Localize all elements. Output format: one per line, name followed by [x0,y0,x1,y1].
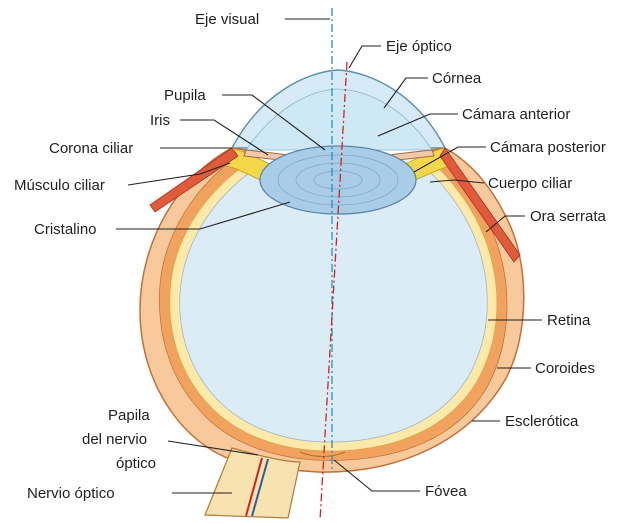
leader-eje-optico [349,46,381,68]
label-camara-posterior: Cámara posterior [490,139,606,156]
label-iris: Iris [150,112,170,129]
label-camara-anterior: Cámara anterior [462,106,570,123]
label-fovea: Fóvea [425,483,467,500]
label-cornea: Córnea [432,70,482,87]
label-nervio-optico: Nervio óptico [27,485,115,502]
label-papila-2: del nervio [82,431,147,448]
label-eje-visual: Eje visual [195,11,259,28]
label-esclerotica: Esclerótica [505,413,579,430]
label-cristalino: Cristalino [34,221,97,238]
label-pupila: Pupila [164,87,206,104]
label-coroides: Coroides [535,360,595,377]
label-musculo-ciliar: Músculo ciliar [14,177,105,194]
label-eje-optico: Eje óptico [386,38,452,55]
label-corona-ciliar: Corona ciliar [49,140,133,157]
label-ora-serrata: Ora serrata [530,208,607,225]
label-retina: Retina [547,312,591,329]
label-papila-3: óptico [116,455,156,472]
label-papila-1: Papila [108,407,150,424]
label-cuerpo-ciliar: Cuerpo ciliar [488,175,572,192]
